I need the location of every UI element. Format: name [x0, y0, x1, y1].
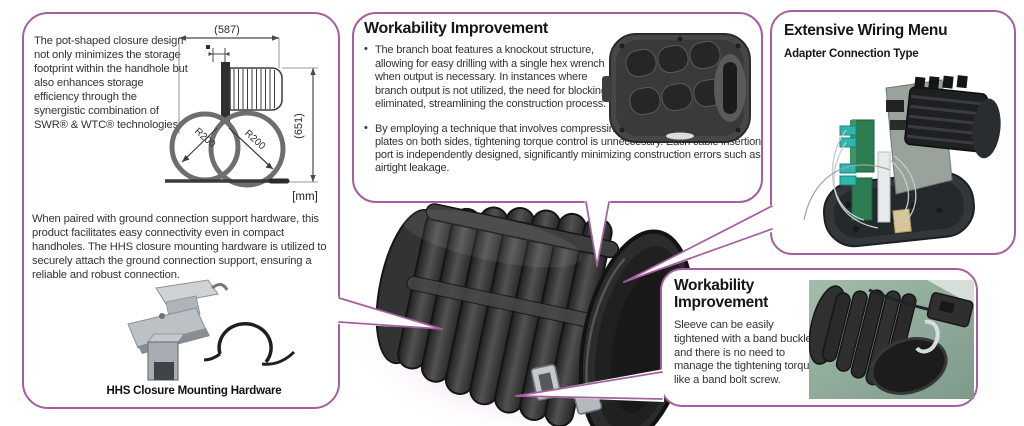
storage-intro-text: The pot-shaped closure design not only m… — [34, 35, 188, 131]
diagram-unit-label: [mm] — [292, 191, 318, 203]
wiring-assembly-photo — [803, 75, 1001, 248]
dimension-diagram: (587) — [165, 24, 318, 203]
wiring-menu-panel: Extensive Wiring Menu Adapter Connection… — [770, 10, 1016, 255]
diagram-radius-label-right: R200 — [242, 128, 267, 152]
callout-tail-middle — [584, 198, 611, 266]
mounting-hardware-photo — [127, 279, 296, 381]
branch-base-photo — [602, 33, 751, 143]
sleeve-buckle-photo — [809, 280, 974, 399]
hardware-caption: HHS Closure Mounting Hardware — [106, 385, 282, 397]
sleeve-title: Workability Improvement — [674, 277, 769, 311]
wiring-subtitle: Adapter Connection Type — [784, 48, 919, 60]
closure-clamp — [530, 364, 562, 401]
ground-support-text: When paired with ground connection suppo… — [32, 213, 327, 281]
diagram-width-label: (587) — [214, 24, 240, 36]
wiring-title: Extensive Wiring Menu — [784, 22, 948, 39]
workability-panel: Workability Improvement The branch boat … — [352, 12, 763, 203]
callout-tail-sleeve — [516, 369, 664, 402]
workability-bullet: The branch boat features a knockout stru… — [362, 43, 618, 112]
diagram-height-label: (651) — [293, 113, 305, 139]
callout-tail-left — [336, 296, 442, 329]
sleeve-workability-panel: Workability Improvement Sleeve can be ea… — [660, 268, 978, 407]
closure-clamp — [573, 384, 630, 415]
workability-title: Workability Improvement — [364, 20, 548, 37]
closure-body — [375, 203, 695, 426]
storage-efficiency-panel: The pot-shaped closure design not only m… — [22, 12, 340, 409]
sleeve-body-text: Sleeve can be easily tightened with a ba… — [674, 319, 816, 387]
